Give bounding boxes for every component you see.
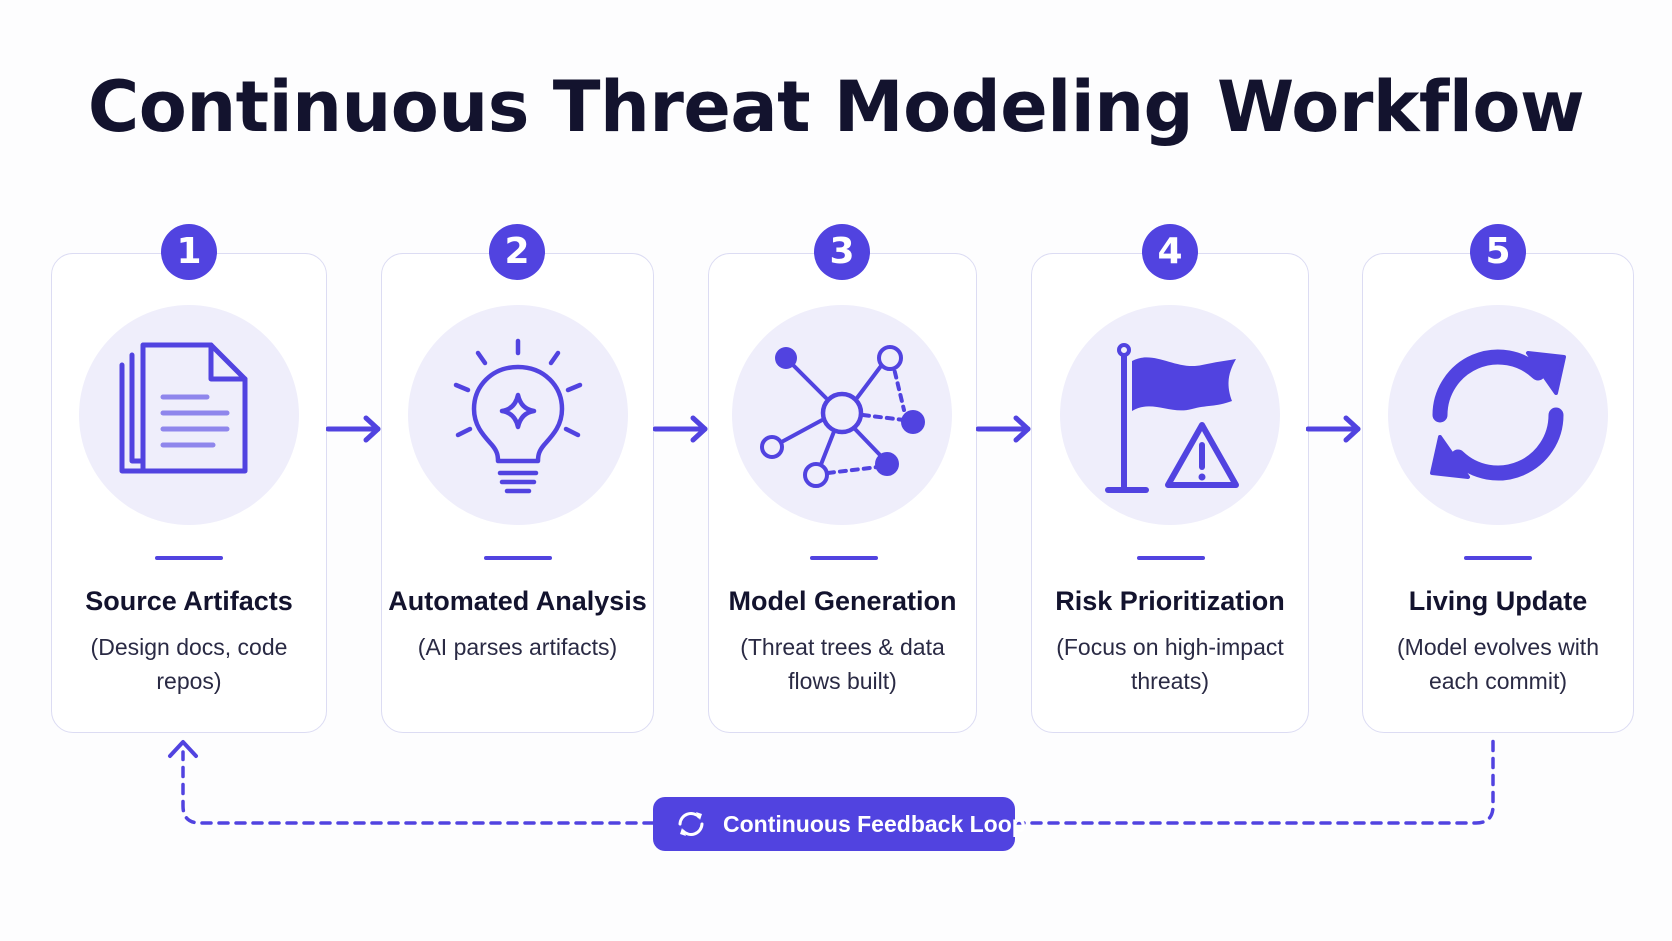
step-description-1: (Design docs, code repos)	[90, 634, 288, 694]
feedback-loop-badge: Continuous Feedback Loop	[653, 797, 1026, 851]
step-description-2: (AI parses artifacts)	[417, 634, 618, 660]
step-number-badge-2: 2	[489, 224, 545, 280]
arrow-right-icon	[653, 415, 708, 443]
step-title-2: Automated Analysis	[388, 586, 647, 616]
step-description-5: (Model evolves with each commit)	[1397, 634, 1599, 694]
step-number-badge-1: 1	[161, 224, 217, 280]
refresh-icon	[1430, 349, 1566, 481]
step-number-badge-3: 3	[814, 224, 870, 280]
page-title: Continuous Threat Modeling Workflow	[87, 66, 1585, 148]
step-number-badge-4: 4	[1142, 224, 1198, 280]
step-icon-circle-4	[1060, 305, 1280, 525]
step-title-1: Source Artifacts	[85, 586, 293, 616]
network-graph-icon	[760, 345, 925, 488]
step-divider-1	[155, 556, 223, 560]
feedback-loop-label: Continuous Feedback Loop	[723, 811, 1026, 837]
step-description-3: (Threat trees & data flows built)	[740, 634, 945, 694]
arrow-right-icon	[976, 415, 1031, 443]
step-divider-3	[810, 556, 878, 560]
step-divider-4	[1137, 556, 1205, 560]
step-title-5: Living Update	[1408, 586, 1588, 616]
documents-icon	[119, 342, 248, 474]
step-description-4: (Focus on high-impact threats)	[1056, 634, 1284, 694]
arrow-right-icon	[1306, 415, 1361, 443]
arrow-right-icon	[326, 415, 381, 443]
lightbulb-icon	[453, 338, 583, 494]
flag-warning-icon	[1105, 343, 1239, 493]
step-divider-2	[484, 556, 552, 560]
step-title-3: Model Generation	[728, 586, 957, 616]
step-divider-5	[1464, 556, 1532, 560]
refresh-icon	[678, 812, 704, 836]
step-icon-circle-5	[1388, 305, 1608, 525]
step-number-badge-5: 5	[1470, 224, 1526, 280]
step-title-4: Risk Prioritization	[1055, 586, 1285, 616]
